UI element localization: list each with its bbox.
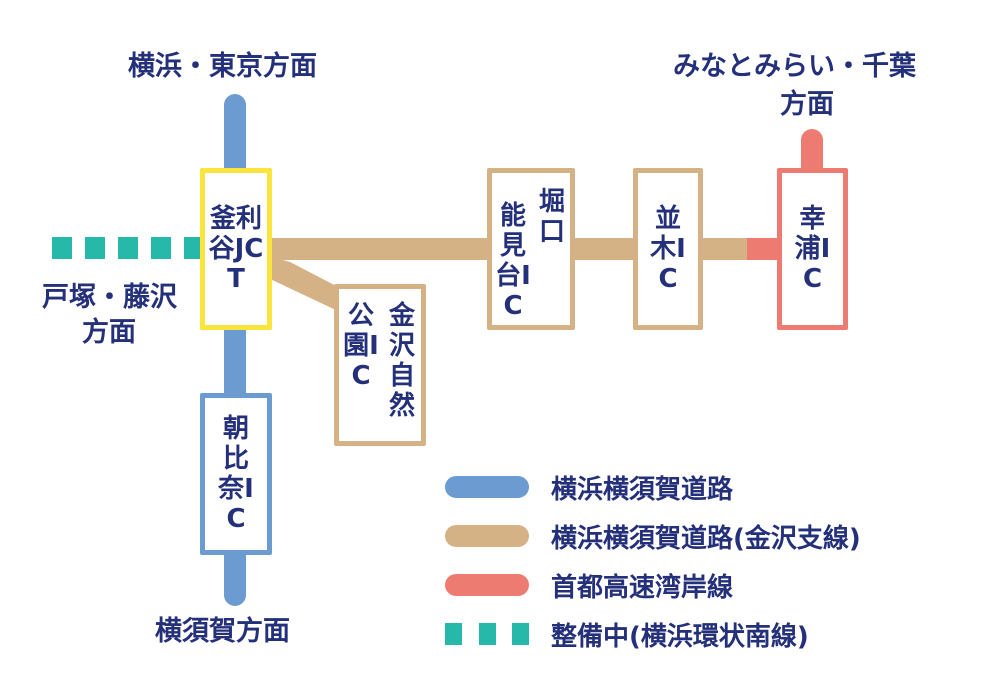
legend-label: 整備中(横浜環状南線) bbox=[551, 621, 809, 652]
kamariya-jct-label: 釜利谷JCT bbox=[208, 204, 264, 294]
asahina-ic-node[interactable]: 朝比奈IC bbox=[200, 393, 272, 555]
construction-dash bbox=[184, 237, 202, 259]
legend-item: 横浜横須賀道路 bbox=[445, 470, 734, 505]
legend-swatch-red bbox=[445, 574, 529, 596]
legend-label: 横浜横須賀道路 bbox=[551, 474, 734, 505]
construction-dash bbox=[151, 237, 171, 259]
legend-item: 整備中(横浜環状南線) bbox=[445, 617, 809, 652]
construction-dash bbox=[85, 237, 105, 259]
hori-nokendai-label-col2: 能見台IC bbox=[495, 201, 531, 321]
hori-nokendai-ic-node[interactable]: 堀口 能見台IC bbox=[487, 168, 575, 330]
kanazawa-shizen-label-col1: 金沢自然 bbox=[388, 301, 415, 421]
legend-item: 首都高速湾岸線 bbox=[445, 568, 734, 603]
legend-item: 横浜横須賀道路(金沢支線) bbox=[445, 519, 861, 554]
asahina-ic-label: 朝比奈IC bbox=[218, 414, 254, 534]
hori-nokendai-label-col1: 堀口 bbox=[538, 187, 565, 247]
direction-west-label-1: 戸塚・藤沢 bbox=[42, 282, 177, 313]
kamariya-jct-node[interactable]: 釜利谷JCT bbox=[200, 168, 272, 330]
kanazawa-shizen-koen-ic-node[interactable]: 金沢自然 公園IC bbox=[334, 284, 426, 446]
direction-south-label: 横須賀方面 bbox=[155, 616, 290, 647]
kanazawa-shizen-label-col2: 公園IC bbox=[343, 301, 379, 391]
legend-swatch-tan bbox=[445, 525, 529, 547]
kanazawa-branch-spur bbox=[268, 256, 344, 312]
direction-north-label: 横浜・東京方面 bbox=[128, 51, 317, 82]
namiki-ic-node[interactable]: 並木IC bbox=[633, 168, 703, 330]
namiki-ic-label: 並木IC bbox=[650, 204, 686, 294]
construction-dash bbox=[52, 237, 72, 259]
legend-swatch-blue bbox=[445, 476, 529, 498]
construction-dash bbox=[118, 237, 138, 259]
direction-northeast-label-2: 方面 bbox=[780, 89, 834, 120]
direction-northeast-label-1: みなとみらい・千葉 bbox=[673, 51, 916, 82]
legend-swatch-dashed bbox=[445, 623, 529, 645]
direction-west-label-2: 方面 bbox=[82, 317, 136, 348]
legend-label: 首都高速湾岸線 bbox=[551, 572, 734, 603]
sachiura-ic-node[interactable]: 幸浦IC bbox=[777, 168, 848, 330]
sachiura-ic-label: 幸浦IC bbox=[794, 204, 831, 294]
legend-label: 横浜横須賀道路(金沢支線) bbox=[551, 523, 861, 554]
